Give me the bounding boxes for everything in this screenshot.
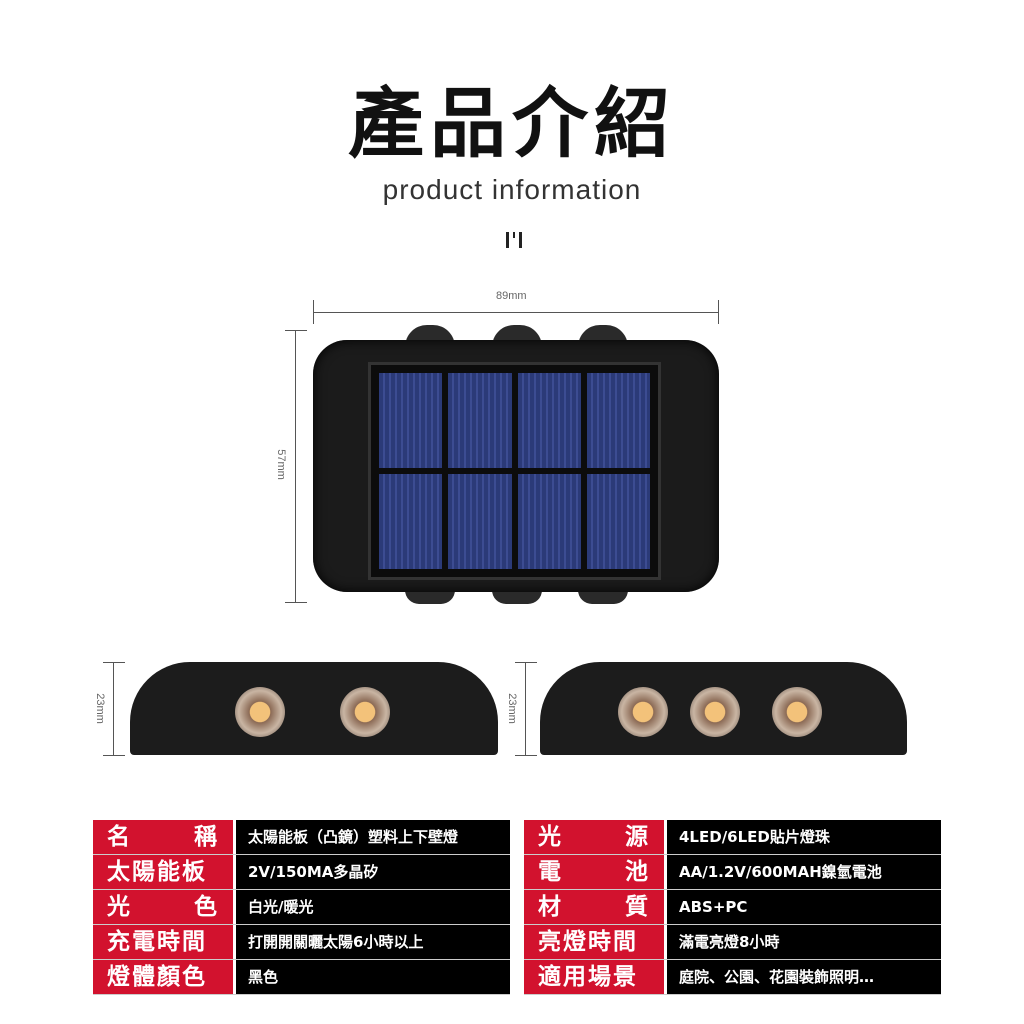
height-dimension-line [295,330,296,602]
width-dimension-line [313,312,719,313]
dim-tick [285,602,307,603]
spec-label: 電池 [524,855,664,889]
led [690,687,740,737]
spec-row: 適用場景庭院、公園、花園裝飾照明… [524,960,941,995]
spec-label: 適用場景 [524,960,664,994]
dim-tick [515,662,537,663]
spec-value: 滿電亮燈8小時 [664,925,941,959]
solar-panel [368,362,661,580]
spec-label: 光源 [524,820,664,854]
depth-label-left: 23mm [93,693,106,724]
lamp-side-view-2led [130,662,498,755]
dim-tick [313,300,314,324]
spec-row: 名稱太陽能板（凸鏡）塑料上下壁燈 [93,820,510,855]
spec-row: 充電時間打開開關曬太陽6小時以上 [93,925,510,960]
dim-tick [103,755,125,756]
spec-value: 2V/150MA多晶矽 [233,855,510,889]
spec-value: 太陽能板（凸鏡）塑料上下壁燈 [233,820,510,854]
page-title: 產品介紹 [348,79,676,168]
led [340,687,390,737]
spec-value: 打開開關曬太陽6小時以上 [233,925,510,959]
lamp-bump [492,590,542,604]
dim-tick [718,300,719,324]
lamp-side-view-3led [540,662,907,755]
spec-value: 庭院、公園、花園裝飾照明… [664,960,941,994]
spec-label: 亮燈時間 [524,925,664,959]
spec-row: 亮燈時間滿電亮燈8小時 [524,925,941,960]
depth-dimension-line [113,662,114,755]
spec-label: 材質 [524,890,664,924]
spec-label: 名稱 [93,820,233,854]
depth-label-right: 23mm [505,693,518,724]
depth-dimension-line [525,662,526,755]
spec-label: 燈體顏色 [93,960,233,994]
dim-tick [515,755,537,756]
lamp-bump [405,590,455,604]
led [618,687,668,737]
led [772,687,822,737]
spec-row: 光色白光/暖光 [93,890,510,925]
spec-label: 太陽能板 [93,855,233,889]
spec-value: ABS+PC [664,890,941,924]
width-label: 89mm [496,290,527,302]
led [235,687,285,737]
height-label: 57mm [274,449,287,480]
spec-row: 燈體顏色黑色 [93,960,510,995]
decorative-mark-icon [506,232,522,248]
dim-tick [285,330,307,331]
dim-tick [103,662,125,663]
lamp-bump [578,590,628,604]
spec-value: AA/1.2V/600MAH鎳氫電池 [664,855,941,889]
solar-lamp-front-view [313,340,719,592]
spec-value: 黑色 [233,960,510,994]
page-subtitle: product information [382,174,642,205]
spec-label: 光色 [93,890,233,924]
spec-value: 4LED/6LED貼片燈珠 [664,820,941,854]
spec-label: 充電時間 [93,925,233,959]
spec-value: 白光/暖光 [233,890,510,924]
